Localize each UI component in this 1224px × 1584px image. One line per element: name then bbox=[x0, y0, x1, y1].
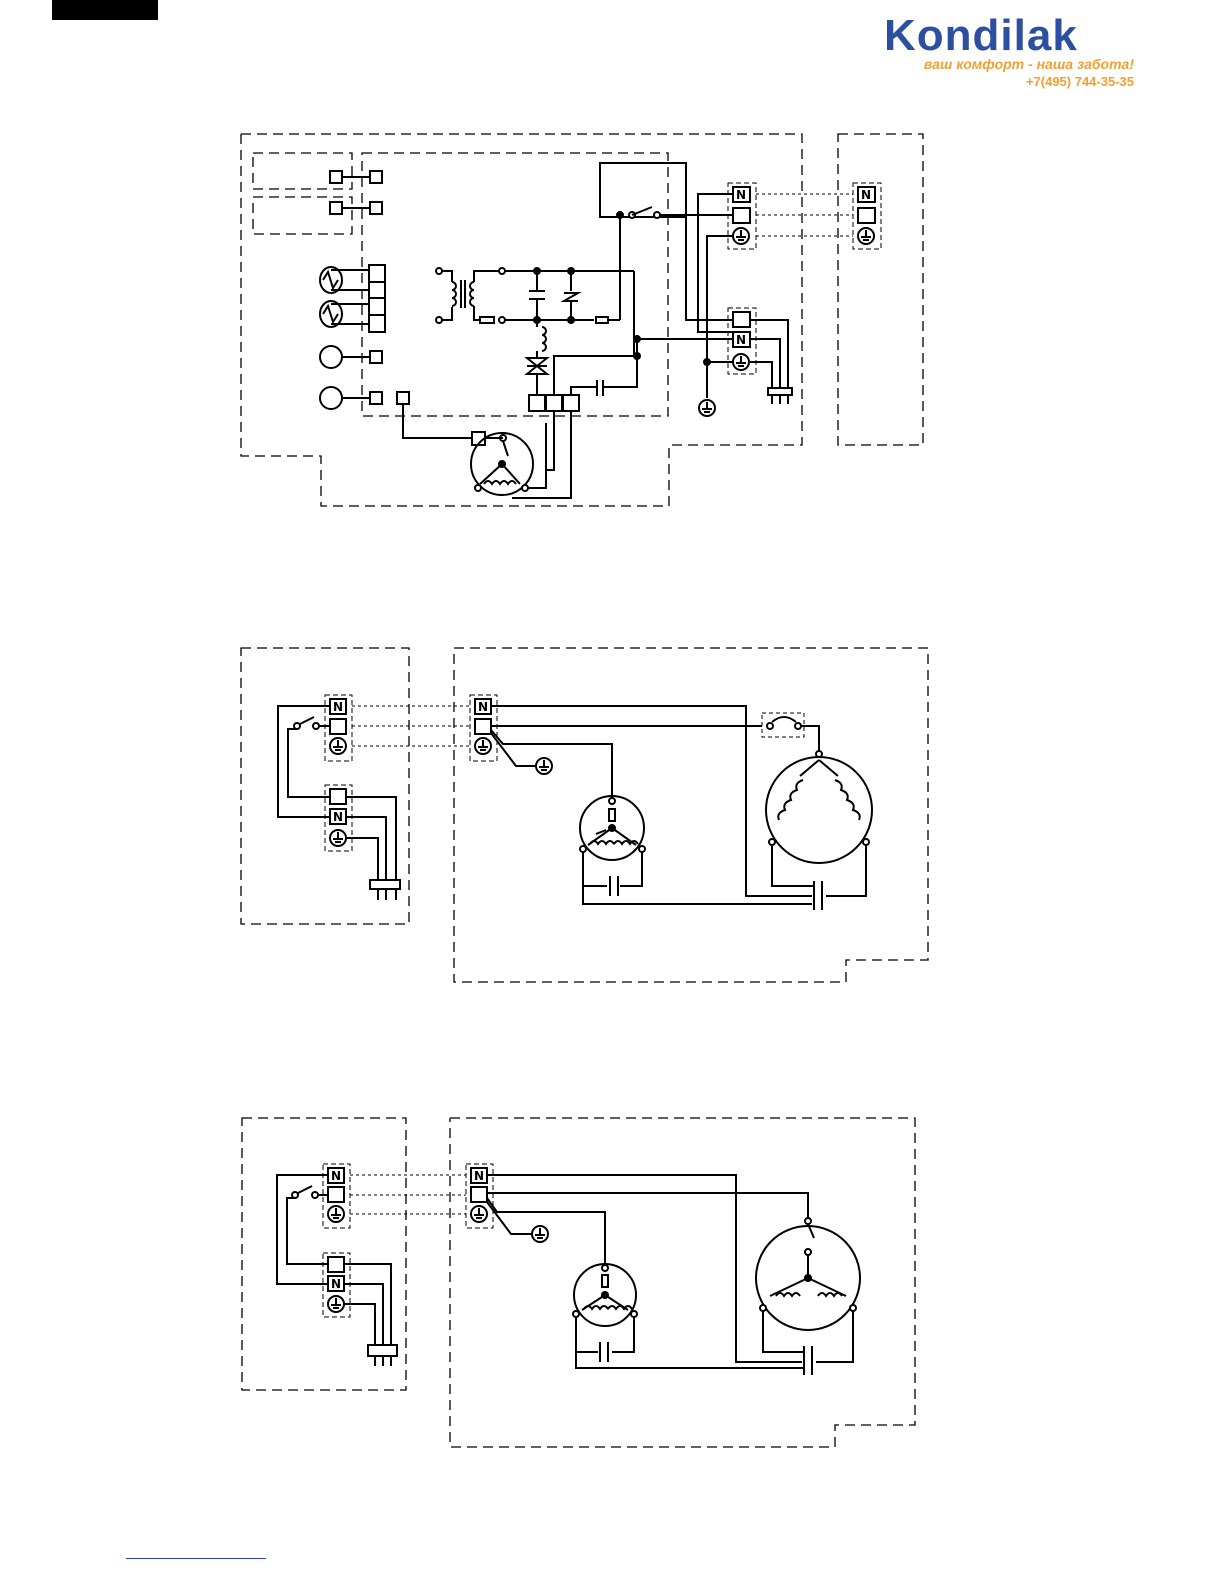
varistor-icon bbox=[564, 271, 578, 320]
terminal-block-indoor: N N bbox=[728, 183, 756, 374]
terminal-label-n: N bbox=[474, 1169, 484, 1183]
transformer-icon bbox=[436, 268, 500, 323]
motor-icon bbox=[580, 796, 645, 860]
terminal-label-n: N bbox=[861, 188, 871, 202]
capacitor-icon bbox=[600, 1342, 608, 1362]
terminal-label-n: N bbox=[333, 810, 343, 824]
sensor-connectors bbox=[330, 171, 382, 214]
sensor-icon bbox=[320, 346, 342, 368]
switch-icon bbox=[292, 1186, 318, 1198]
terminal-label-n: N bbox=[333, 700, 343, 714]
motor-icon bbox=[471, 432, 533, 495]
capacitor-icon bbox=[804, 1346, 812, 1375]
diagram-3: N N N bbox=[242, 1118, 915, 1447]
terminal-block-indoor: N N bbox=[323, 1164, 350, 1317]
heater-icon bbox=[320, 265, 385, 332]
ground-icon bbox=[699, 400, 715, 416]
compressor-motor-icon bbox=[756, 1218, 860, 1330]
terminal-label-n: N bbox=[331, 1277, 341, 1291]
terminal-block-outdoor: N bbox=[470, 695, 497, 761]
compressor-motor-icon bbox=[766, 751, 872, 863]
switch-icon bbox=[294, 717, 319, 729]
terminal-label-n: N bbox=[736, 333, 746, 347]
terminal-label-n: N bbox=[736, 188, 746, 202]
capacitor-icon bbox=[571, 380, 603, 396]
terminal-block-indoor: N N bbox=[325, 695, 352, 851]
capacitor-icon bbox=[814, 881, 822, 910]
capacitor-icon bbox=[610, 876, 618, 896]
motor-icon bbox=[573, 1264, 637, 1326]
terminal-label-n: N bbox=[478, 700, 488, 714]
terminal-block-outdoor: N bbox=[853, 183, 881, 249]
overload-protector-icon bbox=[762, 713, 804, 737]
terminal-label-n: N bbox=[331, 1169, 341, 1183]
ground-icon bbox=[536, 758, 552, 774]
capacitor-icon bbox=[529, 271, 545, 320]
sensor-icon bbox=[320, 387, 342, 409]
triac-icon bbox=[527, 358, 547, 395]
terminal-block-outdoor: N bbox=[466, 1164, 493, 1228]
diagram-1-indoor-unit: N N N bbox=[241, 134, 923, 506]
ground-icon bbox=[532, 1226, 548, 1242]
footer-link-underline bbox=[126, 1558, 266, 1559]
diagram-2: N N N bbox=[241, 648, 928, 982]
